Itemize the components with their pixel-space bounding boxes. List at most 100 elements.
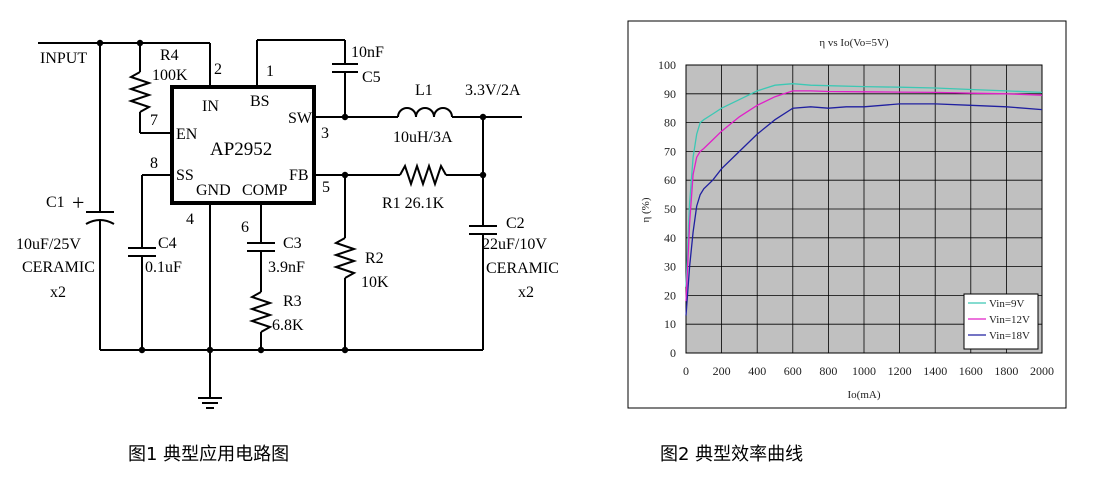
c4-value: 0.1uF — [145, 259, 182, 276]
chip-pin-ss: SS — [176, 167, 194, 184]
r1-resistor — [399, 162, 447, 188]
series-line-vin-9v — [685, 83, 1043, 287]
x-tick-label: 600 — [784, 364, 802, 378]
chart-legend: Vin=9V Vin=12V Vin=18V — [963, 293, 1039, 350]
r2-name: R2 — [365, 250, 384, 267]
c5-name: C5 — [362, 69, 381, 86]
chart-y-axis-label: η (%) — [640, 197, 652, 222]
x-tick-label: 1200 — [888, 364, 912, 378]
junction-dot — [257, 346, 265, 354]
junction-dots — [96, 39, 487, 354]
c1-plus-sign: + — [72, 190, 84, 215]
c3-name: C3 — [283, 235, 302, 252]
junction-dot — [138, 346, 146, 354]
x-tick-label: 2000 — [1030, 364, 1054, 378]
r4-value: 100K — [152, 67, 188, 84]
pin-3-number: 3 — [321, 125, 329, 142]
chip-pin-comp: COMP — [242, 182, 287, 199]
chip-name: AP2952 — [210, 139, 272, 160]
series-line-vin-18v — [685, 103, 1043, 316]
chip-pin-fb: FB — [289, 167, 309, 184]
legend-label: Vin=9V — [989, 298, 1025, 310]
chip-pin-gnd: GND — [196, 182, 231, 199]
x-tick-label: 800 — [819, 364, 837, 378]
junction-dot — [341, 171, 349, 179]
y-tick-labels: 0 10 20 30 40 50 60 70 80 90 100 — [658, 58, 676, 360]
pin-5-number: 5 — [322, 179, 330, 196]
y-tick-label: 10 — [664, 317, 676, 331]
junction-dot — [96, 39, 104, 47]
y-tick-label: 50 — [664, 202, 676, 216]
r3-name: R3 — [283, 293, 302, 310]
chart-title: η vs Io(Vo=5V) — [819, 37, 889, 49]
x-tick-label: 1000 — [852, 364, 876, 378]
c2-qty: x2 — [518, 284, 534, 301]
y-tick-label: 100 — [658, 58, 676, 72]
x-tick-label: 1400 — [923, 364, 947, 378]
junction-dot — [479, 113, 487, 121]
c5-value: 10nF — [351, 44, 384, 61]
r4-resistor — [127, 71, 153, 113]
c2-name: C2 — [506, 215, 525, 232]
y-tick-label: 0 — [670, 346, 676, 360]
series-lines — [685, 83, 1043, 316]
c2-type: CERAMIC — [486, 260, 559, 277]
circuit-labels: INPUT R4 100K 2 1 7 8 3 5 4 6 IN BS SW E… — [16, 44, 559, 334]
x-tick-label: 1600 — [959, 364, 983, 378]
x-tick-label: 1800 — [994, 364, 1018, 378]
circuit-diagram — [38, 39, 522, 409]
chip-pin-in: IN — [202, 98, 219, 115]
output-label: 3.3V/2A — [465, 82, 521, 99]
l1-name: L1 — [415, 82, 433, 99]
chip-pin-sw: SW — [288, 110, 313, 127]
pin-2-number: 2 — [214, 61, 222, 78]
pin-6-number: 6 — [241, 219, 249, 236]
chip-pin-bs: BS — [250, 93, 270, 110]
c1-type: CERAMIC — [22, 259, 95, 276]
chip-pin-en: EN — [176, 126, 198, 143]
chart-x-axis-label: Io(mA) — [848, 389, 881, 401]
c3-value: 3.9nF — [268, 259, 305, 276]
input-label: INPUT — [40, 50, 87, 67]
figure1-caption: 图1 典型应用电路图 — [128, 444, 289, 465]
legend-label: Vin=18V — [989, 330, 1030, 342]
junction-dot — [136, 39, 144, 47]
figure2-caption: 图2 典型效率曲线 — [660, 444, 803, 465]
y-tick-label: 70 — [664, 144, 676, 158]
junction-dot — [206, 346, 214, 354]
r3-resistor — [248, 291, 274, 333]
y-tick-label: 60 — [664, 173, 676, 187]
pin-4-number: 4 — [186, 211, 194, 228]
x-tick-label: 400 — [748, 364, 766, 378]
l1-value: 10uH/3A — [393, 129, 453, 146]
chip-body — [170, 85, 316, 205]
y-tick-label: 90 — [664, 87, 676, 101]
legend-label: Vin=12V — [989, 314, 1030, 326]
c4-name: C4 — [158, 235, 177, 252]
junction-dot — [479, 171, 487, 179]
c1-value: 10uF/25V — [16, 236, 81, 253]
junction-dot — [341, 346, 349, 354]
y-tick-label: 80 — [664, 116, 676, 130]
pin-8-number: 8 — [150, 155, 158, 172]
pin-1-number: 1 — [266, 63, 274, 80]
y-tick-label: 40 — [664, 231, 676, 245]
c2-value: 22uF/10V — [482, 236, 547, 253]
r4-name: R4 — [160, 47, 179, 64]
c1-qty: x2 — [50, 284, 66, 301]
junction-dot — [341, 113, 349, 121]
r2-value: 10K — [361, 274, 389, 291]
series-line-vin-12v — [685, 90, 1043, 302]
y-tick-label: 20 — [664, 288, 676, 302]
y-tick-label: 30 — [664, 260, 676, 274]
l1-inductor — [397, 107, 453, 118]
r2-resistor — [332, 237, 358, 279]
x-tick-label: 0 — [683, 364, 689, 378]
pin-7-number: 7 — [150, 112, 158, 129]
r3-value: 6.8K — [272, 317, 304, 334]
c1-name: C1 — [46, 194, 65, 211]
r1-label: R1 26.1K — [382, 195, 445, 212]
